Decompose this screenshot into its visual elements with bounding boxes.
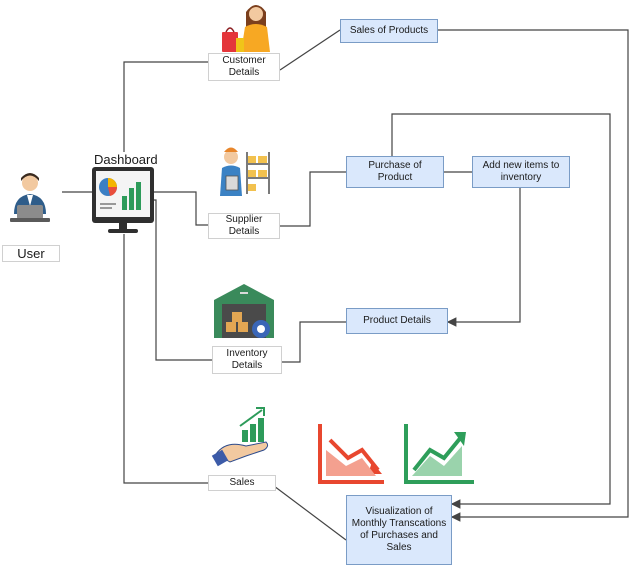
connector-inventory-product-details — [282, 321, 346, 363]
hand-growth-icon — [211, 407, 269, 467]
dashboard-monitor-icon — [92, 167, 154, 233]
connector-customer-sales-of-products — [279, 29, 341, 71]
sales-of-products-box[interactable]: Sales of Products — [340, 19, 438, 43]
product-details-box[interactable]: Product Details — [346, 308, 448, 334]
rising-chart-icon — [404, 424, 474, 484]
add-new-items-box[interactable]: Add new items to inventory — [472, 156, 570, 188]
shopper-icon — [222, 5, 270, 52]
user-label: User — [2, 245, 60, 262]
connector-add-product-details — [446, 188, 521, 327]
warehouse-icon — [214, 284, 274, 338]
user-at-laptop-icon — [10, 173, 50, 222]
connector-dashboard-inventory — [148, 199, 214, 361]
connector-sales-visualization — [265, 479, 347, 541]
connector-dashboard-customer — [123, 61, 208, 152]
connector-supplier-purchase — [280, 171, 346, 227]
purchase-of-product-box[interactable]: Purchase of Product — [346, 156, 444, 188]
connector-dashboard-sales — [123, 234, 208, 484]
supplier-details-box[interactable]: Supplier Details — [208, 213, 280, 239]
customer-details-box[interactable]: Customer Details — [208, 53, 280, 81]
sales-box[interactable]: Sales — [208, 475, 276, 491]
supplier-with-boxes-icon — [220, 147, 270, 196]
connector-sales-of-products-visualization — [436, 29, 629, 522]
connector-dashboard-supplier — [150, 191, 212, 226]
inventory-details-box[interactable]: Inventory Details — [212, 346, 282, 374]
dashboard-label: Dashboard — [94, 152, 158, 167]
visualization-box[interactable]: Visualization of Monthly Transcations of… — [346, 495, 452, 565]
declining-chart-icon — [318, 424, 384, 484]
connector-purchase-visualization — [391, 113, 611, 509]
